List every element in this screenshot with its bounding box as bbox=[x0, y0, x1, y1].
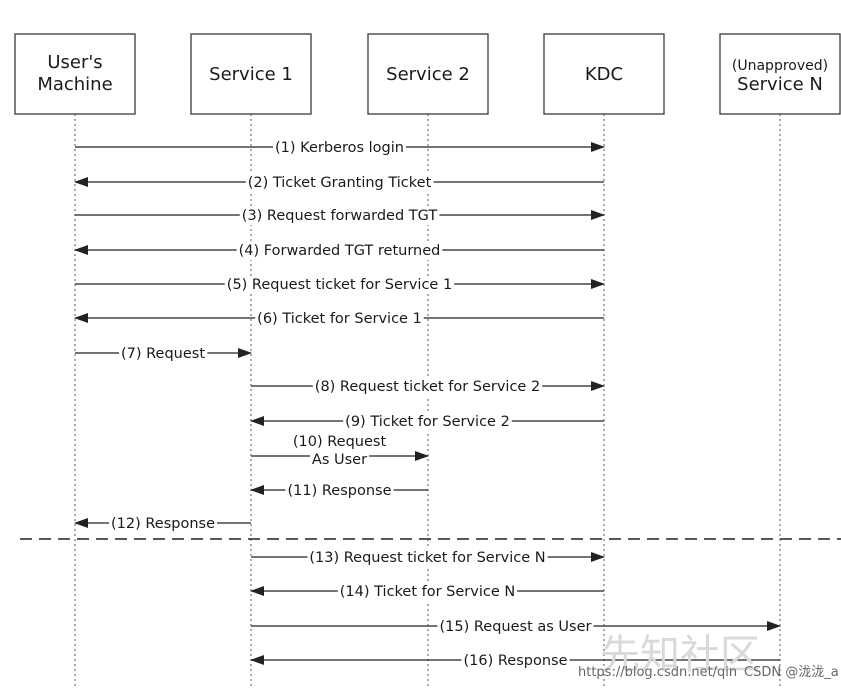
actor-label: User's bbox=[47, 52, 102, 73]
message-label: (9) Ticket for Service 2 bbox=[345, 414, 510, 430]
actor-label: Service 1 bbox=[209, 64, 293, 85]
watermark-logo-text: 先知社区 bbox=[600, 632, 760, 678]
message-label: (1) Kerberos login bbox=[275, 140, 404, 156]
watermark-credit: CSDN @泷泷_a bbox=[744, 665, 839, 680]
message-label: (11) Response bbox=[287, 483, 391, 499]
actor-svcn: (Unapproved)Service N bbox=[719, 33, 841, 115]
message-label-bg bbox=[290, 433, 389, 451]
message-10: (10) Request As User bbox=[251, 433, 429, 469]
actor-label: Machine bbox=[37, 74, 112, 95]
message-label: (4) Forwarded TGT returned bbox=[239, 243, 441, 259]
message-label: (16) Response bbox=[463, 653, 567, 669]
actor-label: (Unapproved) bbox=[732, 58, 828, 74]
message-label-bg bbox=[118, 345, 208, 363]
message-7: (7) Request bbox=[75, 345, 252, 363]
message-label: (5) Request ticket for Service 1 bbox=[227, 277, 452, 293]
message-label: (3) Request forwarded TGT bbox=[242, 208, 438, 224]
actor-svc2: Service 2 bbox=[367, 33, 489, 115]
message-13: (13) Request ticket for Service N bbox=[251, 549, 605, 567]
message-2: (2) Ticket Granting Ticket bbox=[74, 174, 604, 192]
message-label: (7) Request bbox=[121, 346, 205, 362]
actor-box bbox=[719, 33, 841, 115]
actor-box bbox=[190, 33, 312, 115]
message-label-bg bbox=[224, 276, 455, 294]
message-16: (16) Response bbox=[250, 652, 780, 670]
message-label: (12) Response bbox=[111, 516, 215, 532]
message-5: (5) Request ticket for Service 1 bbox=[75, 276, 605, 294]
actor-label: Service N bbox=[737, 74, 823, 95]
message-label-bg bbox=[285, 482, 394, 500]
message-label-bg bbox=[236, 242, 443, 260]
message-12: (12) Response bbox=[74, 515, 251, 533]
message-14: (14) Ticket for Service N bbox=[250, 583, 604, 601]
message-11: (11) Response bbox=[250, 482, 428, 500]
message-label-bg bbox=[309, 451, 370, 469]
actor-label: Service 2 bbox=[386, 64, 470, 85]
watermark-url: https://blog.csdn.net/qin bbox=[578, 665, 737, 680]
message-label: (13) Request ticket for Service N bbox=[309, 550, 545, 566]
message-label: (10) Request bbox=[293, 434, 387, 450]
message-15: (15) Request as User bbox=[251, 618, 781, 636]
actor-kdc: KDC bbox=[543, 33, 665, 115]
actor-box bbox=[14, 33, 136, 115]
watermark: 先知社区 https://blog.csdn.net/qin CSDN @泷泷_… bbox=[578, 632, 839, 680]
message-label: (14) Ticket for Service N bbox=[340, 584, 515, 600]
actor-box bbox=[367, 33, 489, 115]
message-6: (6) Ticket for Service 1 bbox=[74, 310, 604, 328]
message-label-bg bbox=[255, 310, 424, 328]
message-1: (1) Kerberos login bbox=[75, 139, 605, 157]
message-label-bg bbox=[307, 549, 548, 567]
message-label-bg bbox=[273, 139, 406, 157]
message-label: (6) Ticket for Service 1 bbox=[257, 311, 422, 327]
message-label-bg bbox=[343, 413, 512, 431]
message-label: As User bbox=[312, 452, 367, 468]
message-label-bg bbox=[437, 618, 594, 636]
message-label-bg bbox=[461, 652, 570, 670]
message-8: (8) Request ticket for Service 2 bbox=[251, 378, 605, 396]
message-label-bg bbox=[337, 583, 518, 601]
message-label: (8) Request ticket for Service 2 bbox=[315, 379, 540, 395]
message-label-bg bbox=[108, 515, 218, 533]
actor-svc1: Service 1 bbox=[190, 33, 312, 115]
message-label-bg bbox=[239, 207, 440, 225]
message-label: (15) Request as User bbox=[440, 619, 592, 635]
message-4: (4) Forwarded TGT returned bbox=[74, 242, 604, 260]
message-9: (9) Ticket for Service 2 bbox=[250, 413, 604, 431]
actor-label: KDC bbox=[585, 64, 623, 85]
message-label-bg bbox=[312, 378, 543, 396]
message-label: (2) Ticket Granting Ticket bbox=[248, 175, 432, 191]
message-label-bg bbox=[245, 174, 434, 192]
message-3: (3) Request forwarded TGT bbox=[75, 207, 605, 225]
actor-box bbox=[543, 33, 665, 115]
